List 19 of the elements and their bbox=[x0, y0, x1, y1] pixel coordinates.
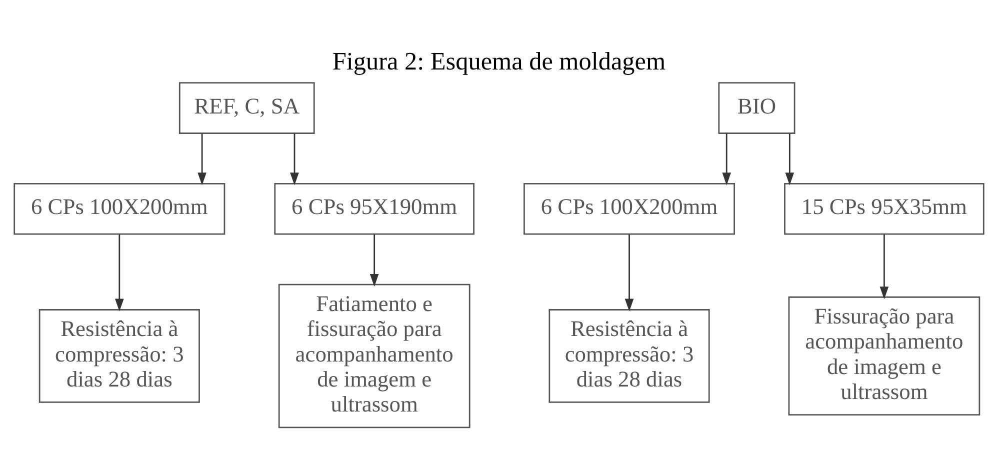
arrow bbox=[198, 132, 206, 185]
node-box: 6 CPs 95X190mm bbox=[274, 182, 474, 234]
node-box: BIO bbox=[718, 82, 796, 134]
node-box: Resistência à compressão: 3 dias 28 dias bbox=[548, 308, 710, 402]
node-box: Fatiamento e fissuração para acompanhamento de imagem e ultrassom bbox=[278, 283, 470, 428]
arrow bbox=[370, 234, 379, 286]
node-box: REF, C, SA bbox=[178, 82, 315, 134]
arrow bbox=[722, 132, 732, 185]
diagram-title: Figura 2: Esquema de moldagem bbox=[332, 48, 666, 75]
node-box: 6 CPs 100X200mm bbox=[524, 182, 736, 234]
node-box: 6 CPs 100X200mm bbox=[14, 182, 226, 234]
arrow bbox=[114, 234, 124, 311]
node-box: Resistência à compressão: 3 dias 28 dias bbox=[38, 308, 200, 402]
arrow bbox=[880, 234, 889, 299]
arrow bbox=[785, 132, 794, 185]
node-box: Fissuração para acompanhamento de imagem e ultrassom bbox=[788, 296, 980, 415]
node-box: 15 CPs 95X35mm bbox=[784, 182, 984, 234]
arrow bbox=[624, 234, 634, 311]
arrow bbox=[290, 132, 299, 185]
